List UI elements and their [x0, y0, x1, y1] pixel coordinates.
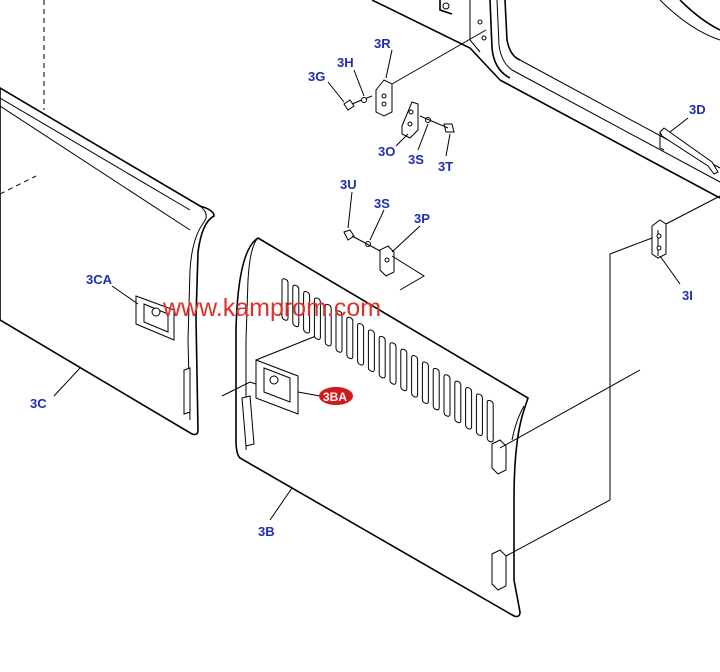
louver-slot [454, 380, 462, 424]
louver-slot [281, 278, 289, 321]
label-3s-top: 3S [408, 152, 424, 167]
louver-slot [475, 393, 483, 436]
watermark-text: www.kamprom.com [162, 294, 381, 322]
label-3i: 3I [682, 288, 693, 303]
label-3d: 3D [689, 102, 706, 117]
label-3h: 3H [337, 55, 354, 70]
louver-slot [367, 329, 375, 372]
leader-lines [0, 49, 720, 557]
label-3c: 3C [30, 396, 47, 411]
side-panel-3c [0, 0, 215, 436]
label-3o: 3O [378, 144, 395, 159]
louver-slot [313, 297, 321, 340]
louver-slot [303, 291, 311, 334]
label-3s-mid: 3S [374, 196, 390, 211]
frame-assembly [371, 0, 720, 199]
label-3u: 3U [340, 177, 357, 192]
label-3t: 3T [438, 159, 453, 174]
louver-slot [421, 361, 429, 404]
bracket-3i [651, 219, 667, 259]
louver-slot [346, 316, 354, 360]
louver-slot [335, 310, 343, 353]
label-3p: 3P [414, 211, 430, 226]
label-3g: 3G [308, 69, 325, 84]
hinge-hardware-top [343, 29, 487, 139]
label-3r: 3R [374, 36, 391, 51]
seal-strip-3d [659, 127, 719, 175]
label-3ca: 3CA [86, 272, 113, 287]
louver-slot [443, 374, 451, 417]
louver-slot [411, 355, 419, 398]
hinge-hardware-mid [343, 229, 425, 291]
label-3ba: 3BA [323, 390, 347, 404]
louver-slot [357, 323, 365, 366]
louver-slot [389, 342, 397, 385]
louver-slot [486, 399, 494, 443]
louver-slot [324, 303, 332, 347]
label-3b: 3B [258, 524, 275, 539]
louver-slot [292, 284, 300, 328]
louver-slot [465, 387, 473, 430]
louver-slot [432, 367, 440, 411]
louver-slot-group [281, 278, 494, 443]
louver-slot [378, 335, 386, 379]
louver-slot [400, 348, 408, 392]
highlight-3ba[interactable]: 3BA [319, 387, 353, 405]
highlight-oval [319, 387, 353, 405]
